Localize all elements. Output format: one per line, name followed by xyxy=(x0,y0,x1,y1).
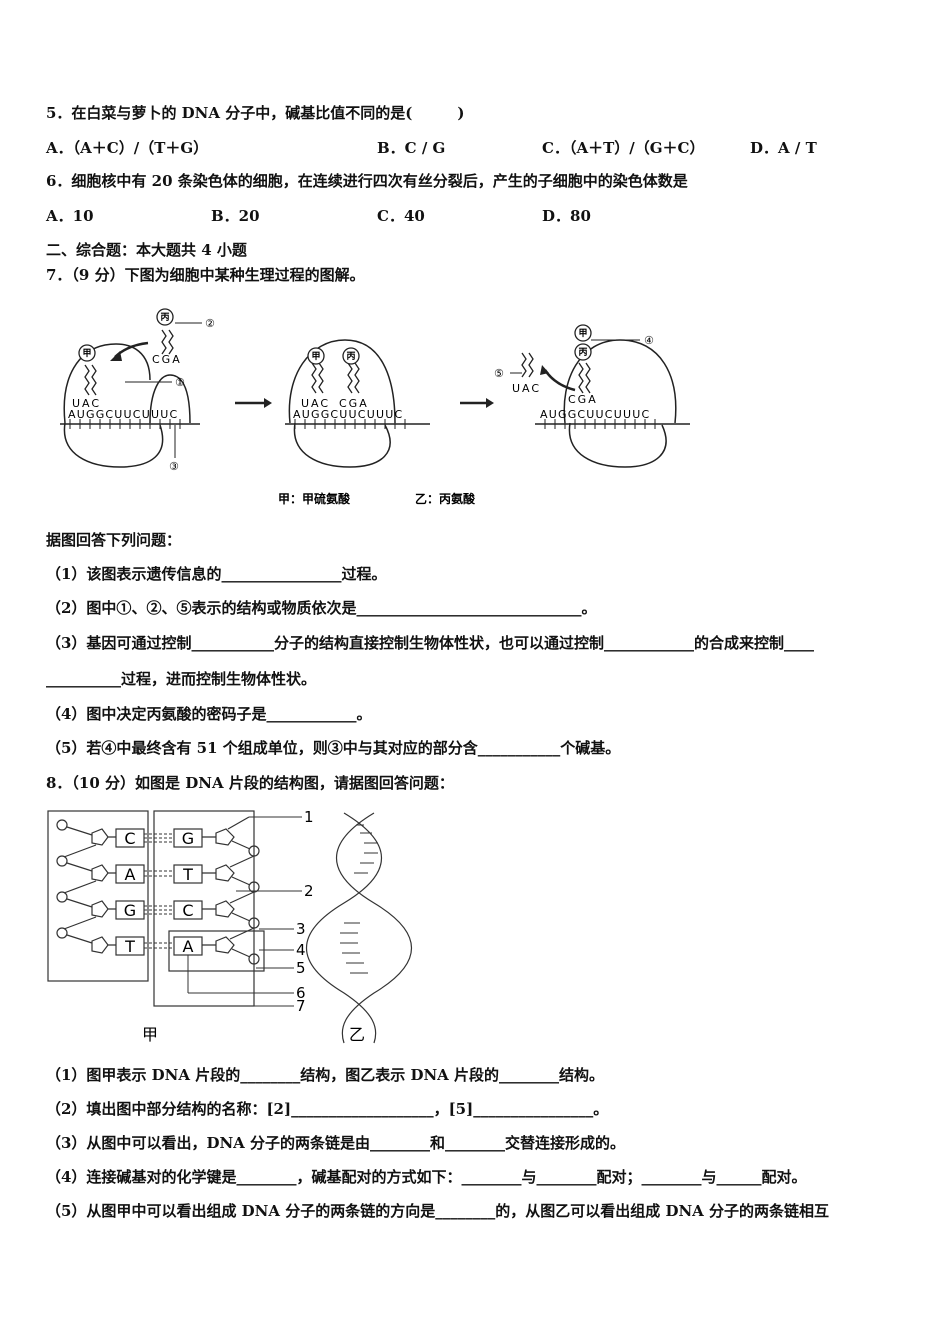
fig-marker-4: ④ xyxy=(644,334,654,347)
q7-sub-3: （3）基因可通过控制___________分子的结构直接控制生物体性状，也可以通… xyxy=(46,634,814,652)
q7-intro: 据图回答下列问题： xyxy=(46,531,182,549)
section-heading: 二、综合题：本大题共 4 小题 xyxy=(46,241,247,259)
base-left-2: A xyxy=(125,865,136,884)
fig-anticodon-uac-1: UAC xyxy=(72,397,101,410)
q7-sub-2: （2）图中①、②、⑤表示的结构或物质依次是___________________… xyxy=(46,599,597,617)
q7-sub-4: （4）图中决定丙氨酸的密码子是____________。 xyxy=(46,705,372,723)
base-right-4: A xyxy=(183,937,194,956)
fig-label-bing-2: 丙 xyxy=(346,351,355,362)
q8-dna-figure: C A G T G T C A 1 2 3 4 5 6 7 甲 乙 xyxy=(47,808,412,1044)
q8-sub-4: （4）连接碱基对的化学键是________，碱基配对的方式如下：________… xyxy=(46,1168,807,1186)
fig-anticodon-cga-3: CGA xyxy=(568,393,598,406)
fig-anticodon-uac-3: UAC xyxy=(512,382,541,395)
fig-num-6: 6 xyxy=(296,984,306,1002)
fig-caption-jia: 甲 xyxy=(142,1025,158,1044)
fig-legend-jia: 甲：甲硫氨酸 xyxy=(278,491,351,506)
fig-label-jia-3: 甲 xyxy=(578,328,587,339)
q6-option-c: C．40 xyxy=(377,207,425,225)
fig-label-jia-2: 甲 xyxy=(311,351,320,362)
q8-sub-1: （1）图甲表示 DNA 片段的________结构，图乙表示 DNA 片段的__… xyxy=(46,1066,605,1084)
base-right-3: C xyxy=(182,901,193,920)
fig-mrna-1: AUGGCUUCUUUC xyxy=(68,408,178,421)
fig-marker-2: ② xyxy=(205,317,215,330)
fig-caption-yi: 乙 xyxy=(349,1025,365,1044)
fig-label-bing-1: 丙 xyxy=(160,312,169,323)
base-left-4: T xyxy=(124,937,135,956)
fig-num-1: 1 xyxy=(304,808,314,826)
fig-legend-yi: 乙：丙氨酸 xyxy=(415,491,476,506)
q5-option-c: C．（A＋T）/（G＋C） xyxy=(542,139,705,157)
q7-sub-3-cont: __________过程，进而控制生物体性状。 xyxy=(46,670,317,688)
q6-option-d: D．80 xyxy=(542,207,591,225)
q7-sub-5: （5）若④中最终含有 51 个组成单位，则③中与其对应的部分含_________… xyxy=(46,739,621,757)
fig-num-3: 3 xyxy=(296,920,306,938)
base-left-1: C xyxy=(124,829,135,848)
q8-stem: 8．（10 分）如图是 DNA 片段的结构图，请据图回答问题： xyxy=(46,774,454,792)
q8-sub-5: （5）从图甲中可以看出组成 DNA 分子的两条链的方向是________的，从图… xyxy=(46,1202,830,1220)
fig-label-jia-1: 甲 xyxy=(82,348,91,359)
base-right-2: T xyxy=(182,865,193,884)
q5-option-d: D．A / T xyxy=(750,139,817,157)
q7-stem: 7．（9 分）下图为细胞中某种生理过程的图解。 xyxy=(46,266,365,284)
base-right-1: G xyxy=(182,829,194,848)
fig-anticodon-cga-1: CGA xyxy=(152,353,182,366)
q6-stem: 6．细胞核中有 20 条染色体的细胞，在连续进行四次有丝分裂后，产生的子细胞中的… xyxy=(46,172,688,190)
q8-sub-2: （2）填出图中部分结构的名称：[2]___________________，[5… xyxy=(46,1100,609,1118)
fig-anticodon-cga-2: CGA xyxy=(339,397,369,410)
q6-option-b: B．20 xyxy=(211,207,260,225)
fig-label-bing-3: 丙 xyxy=(578,347,587,358)
q7-sub-1: （1）该图表示遗传信息的________________过程。 xyxy=(46,565,387,583)
fig-marker-5: ⑤ xyxy=(494,367,504,380)
q8-sub-3: （3）从图中可以看出，DNA 分子的两条链是由________和________… xyxy=(46,1134,626,1152)
q5-stem: 5．在白菜与萝卜的 DNA 分子中，碱基比值不同的是( ) xyxy=(46,104,465,122)
fig-mrna-2: AUGGCUUCUUUC xyxy=(293,408,403,421)
fig-anticodon-uac-2: UAC xyxy=(301,397,330,410)
q5-option-a: A．（A＋C）/（T＋G） xyxy=(46,139,209,157)
fig-marker-1: ① xyxy=(175,376,185,389)
base-left-3: G xyxy=(124,901,136,920)
fig-num-2: 2 xyxy=(304,882,314,900)
q6-option-a: A．10 xyxy=(46,207,94,225)
q7-translation-figure: 甲 丙 甲 丙 甲 丙 ② ① ③ ④ ⑤ UAC CGA UAC CGA U xyxy=(60,308,690,506)
fig-num-5: 5 xyxy=(296,959,306,977)
fig-mrna-3: AUGGCUUCUUUC xyxy=(540,408,650,421)
q5-option-b: B．C / G xyxy=(377,139,446,157)
fig-num-4: 4 xyxy=(296,941,306,959)
fig-marker-3: ③ xyxy=(169,460,179,473)
fig-num-7: 7 xyxy=(296,997,306,1015)
